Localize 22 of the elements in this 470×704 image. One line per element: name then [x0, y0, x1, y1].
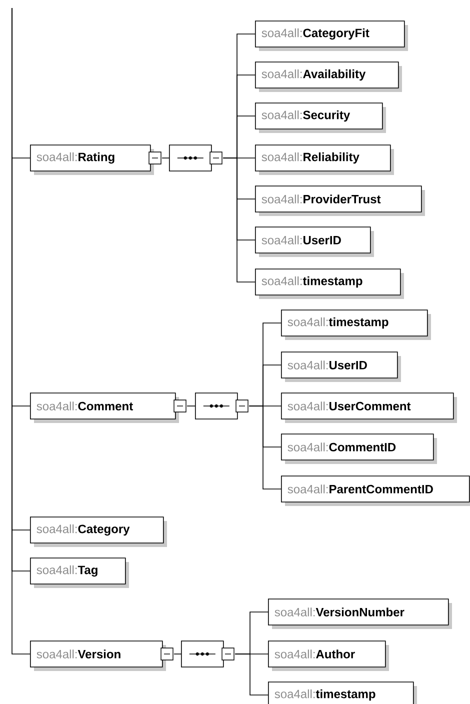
element-box: soa4all:ProviderTrust [255, 186, 425, 216]
connector [248, 406, 282, 490]
element-box: soa4all:Tag [30, 558, 129, 588]
element-box: soa4all:Version [30, 640, 166, 671]
element-box: soa4all:UserID [255, 226, 374, 257]
connector [234, 654, 268, 696]
element-box: soa4all:Security [255, 102, 386, 133]
element-box: soa4all:CategoryFit [255, 20, 408, 51]
element-box: soa4all:Comment [30, 392, 179, 423]
element-box: soa4all:Category [30, 516, 167, 547]
element-box: soa4all:Author [268, 640, 389, 671]
element-box: soa4all:timestamp [268, 682, 417, 704]
element-box: soa4all:VersionNumber [268, 598, 452, 629]
element-box: soa4all:Availability [255, 62, 402, 92]
element-box: soa4all:timestamp [281, 310, 431, 340]
element-box: soa4all:timestamp [255, 268, 404, 299]
element-box: soa4all:UserID [281, 352, 401, 382]
element-box: soa4all:Reliability [255, 144, 394, 175]
connector [222, 158, 256, 282]
element-box: soa4all:UserComment [281, 392, 457, 423]
element-box: soa4all:ParentCommentID [281, 476, 470, 506]
element-box: soa4all:CommentID [281, 434, 437, 464]
